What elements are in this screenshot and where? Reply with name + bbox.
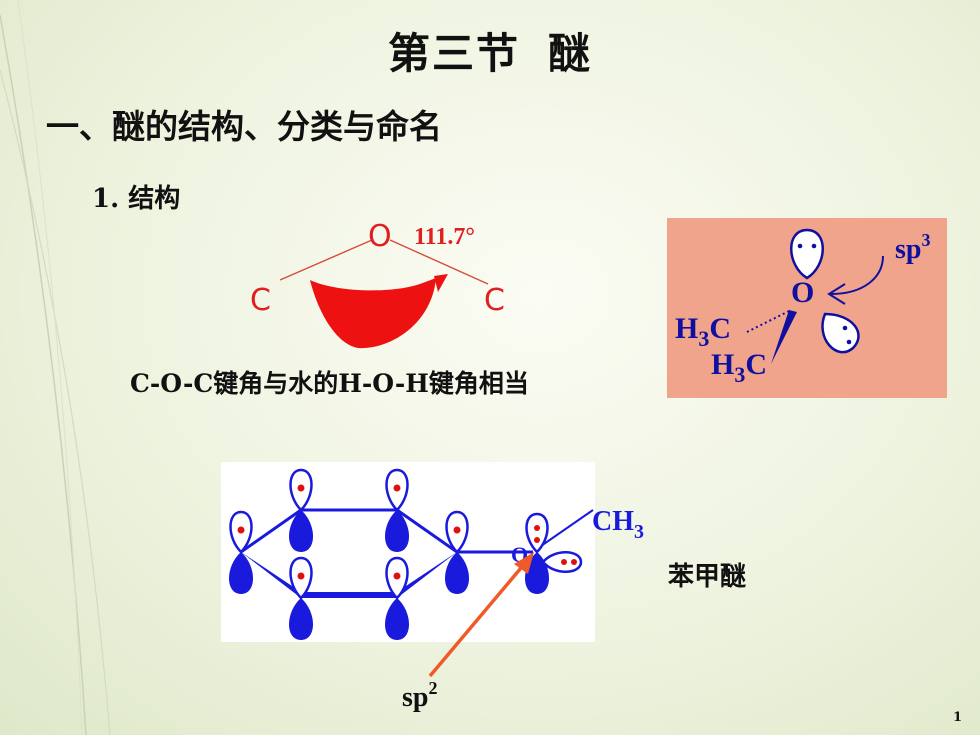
methyl-top-label: H3C [675, 312, 731, 351]
bond-left [279, 239, 373, 281]
title-section: 第三节 [387, 29, 520, 78]
anisole-orbital-diagram: O [221, 462, 595, 642]
methyl-label: CH3 [592, 506, 644, 543]
methyl-bottom-label: H3C [711, 348, 767, 387]
oxygen-p-orbital-icon [525, 512, 549, 554]
carbon-left-label: C [250, 283, 271, 318]
bond-right [389, 239, 489, 285]
lone-pair-top-icon [790, 228, 824, 280]
compound-name: 苯甲醚 [668, 562, 747, 592]
sp3-pointer-arrow [830, 255, 884, 295]
subheading: 1. 结构 [92, 184, 181, 214]
angle-value: 111.7° [414, 224, 475, 250]
oxygen-methyl-bond [540, 509, 594, 547]
oxygen-label: O [368, 219, 392, 254]
page-number: 1 [952, 710, 962, 725]
section-heading: 一、醚的结构、分类与命名 [46, 107, 442, 146]
angle-arc-icon [310, 278, 436, 349]
sp2-label: sp2 [402, 678, 437, 713]
angle-arrowhead-icon [434, 274, 448, 292]
title-topic: 醚 [548, 29, 593, 78]
anisole-annotations: CH3 sp2 [402, 506, 644, 713]
orbital-oxygen-label: O [791, 276, 814, 309]
sp3-label: sp3 [895, 230, 930, 265]
sp3-orbital-diagram: O sp3 H3C H3C [667, 218, 947, 398]
bond-angle-diagram: O C C 111.7° [250, 219, 505, 349]
slide-title: 第三节醚 [0, 20, 980, 81]
sp2-pointer-arrow [428, 560, 528, 678]
dashed-bond [746, 309, 792, 333]
wedge-bond [771, 310, 797, 364]
carbon-right-label: C [484, 283, 505, 318]
angle-caption: C-O-C键角与水的H-O-H键角相当 [130, 369, 529, 398]
